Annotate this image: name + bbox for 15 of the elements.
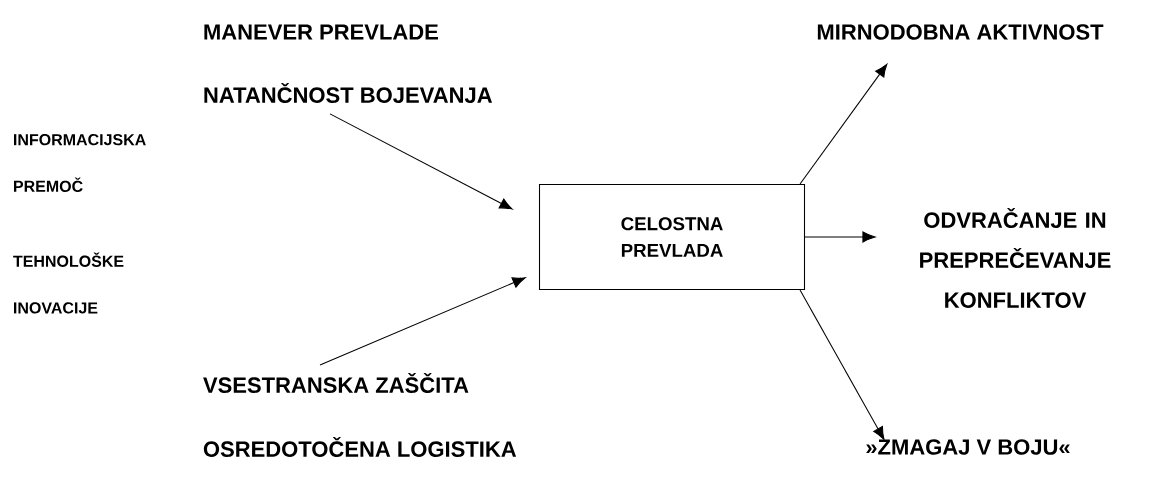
heading-text: NATANČNOST BOJEVANJA: [204, 83, 493, 103]
heading-text: MANEVER PREVLADE: [204, 24, 438, 40]
arrow: [804, 231, 876, 243]
heading-text: ODVRAČANJE IN PREPREČEVANJE KONFLIKTOV: [920, 208, 1111, 308]
side-text: TEHNOLOŠKE INOVACIJE: [13, 252, 124, 314]
heading-text: »ZMAGAJ V BOJU«: [866, 439, 1070, 455]
process-box: CELOSTNA PREVLADA: [538, 183, 806, 291]
heading-text: MIRNODOBNA AKTIVNOST: [817, 24, 1104, 40]
heading-text: OSREDOTOČENA LOGISTIKA: [203, 437, 517, 457]
arrow: [329, 113, 513, 210]
side-text: INFORMACIJSKA PREMOČ: [14, 134, 146, 192]
heading-text: VSESTRANSKA ZAŠČITA: [203, 373, 469, 393]
arrow: [799, 63, 888, 185]
arrow: [799, 289, 885, 441]
arrow: [319, 277, 526, 366]
